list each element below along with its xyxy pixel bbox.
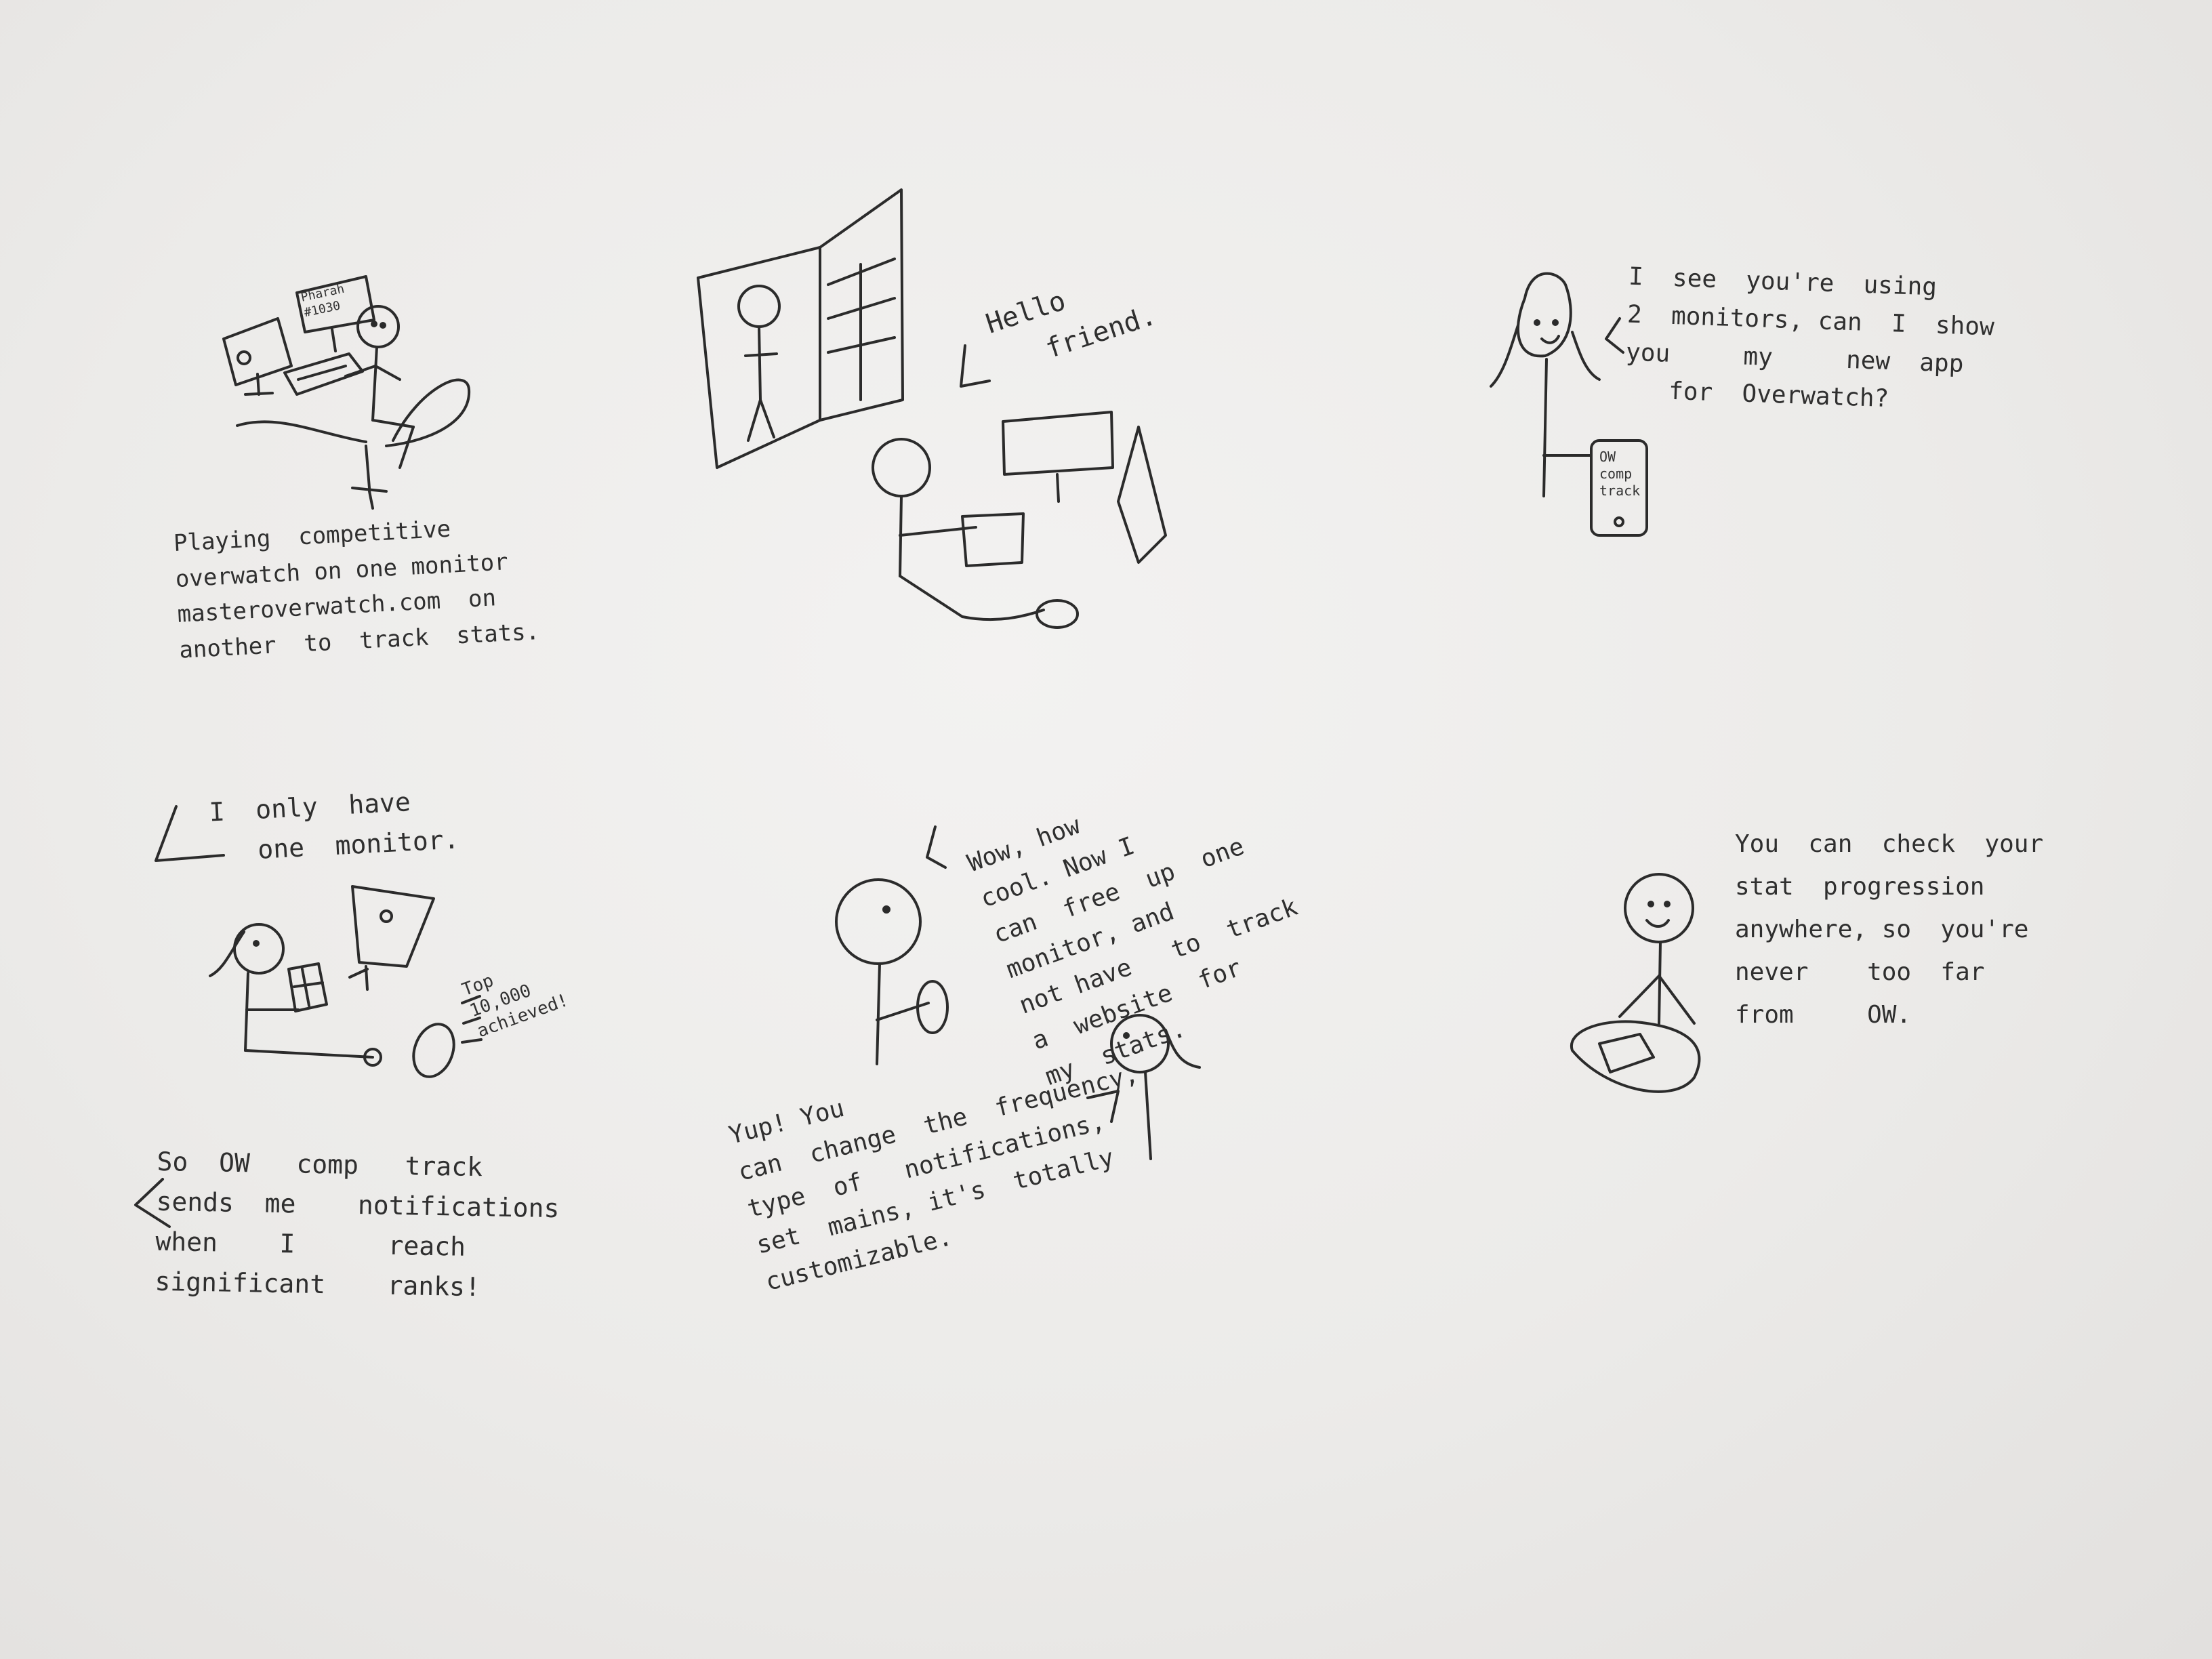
panel-1-sketch <box>222 275 471 510</box>
panel-5-sketch <box>835 825 1201 1160</box>
panel-4-speech: I only have one monitor. <box>208 787 460 867</box>
panel-6-sketch <box>1570 873 1701 1093</box>
phone-app-label: OW comp track <box>1599 449 1641 499</box>
panel-4-one-monitor: I only have one monitor. Top 10,000 achi… <box>115 766 644 1335</box>
panel-5-reaction: Wow, how cool. Now I can free up one mon… <box>712 779 1389 1362</box>
panel-3-pitch: OW comp track I see you're using 2 monit… <box>1471 258 2081 610</box>
panel-4-caption: So OW comp track sends me notifications … <box>155 1146 560 1302</box>
panel-1-caption: Playing competitive overwatch on one mon… <box>173 515 541 664</box>
panel-2-greeting: Hello friend. <box>691 183 1247 644</box>
panel-3-sketch <box>1490 272 1648 537</box>
panel-1-playing: Pharah #1030 Playing competitive overwat… <box>173 264 596 671</box>
panel-6-speech: You can check your stat progression anyw… <box>1735 830 2044 1029</box>
panel-6-anywhere: You can check your stat progression anyw… <box>1552 830 2081 1145</box>
panel-3-speech: I see you're using 2 monitors, can I sho… <box>1624 262 1995 413</box>
panel-2-sketch <box>697 188 1167 629</box>
panel-4-sketch <box>134 805 483 1228</box>
